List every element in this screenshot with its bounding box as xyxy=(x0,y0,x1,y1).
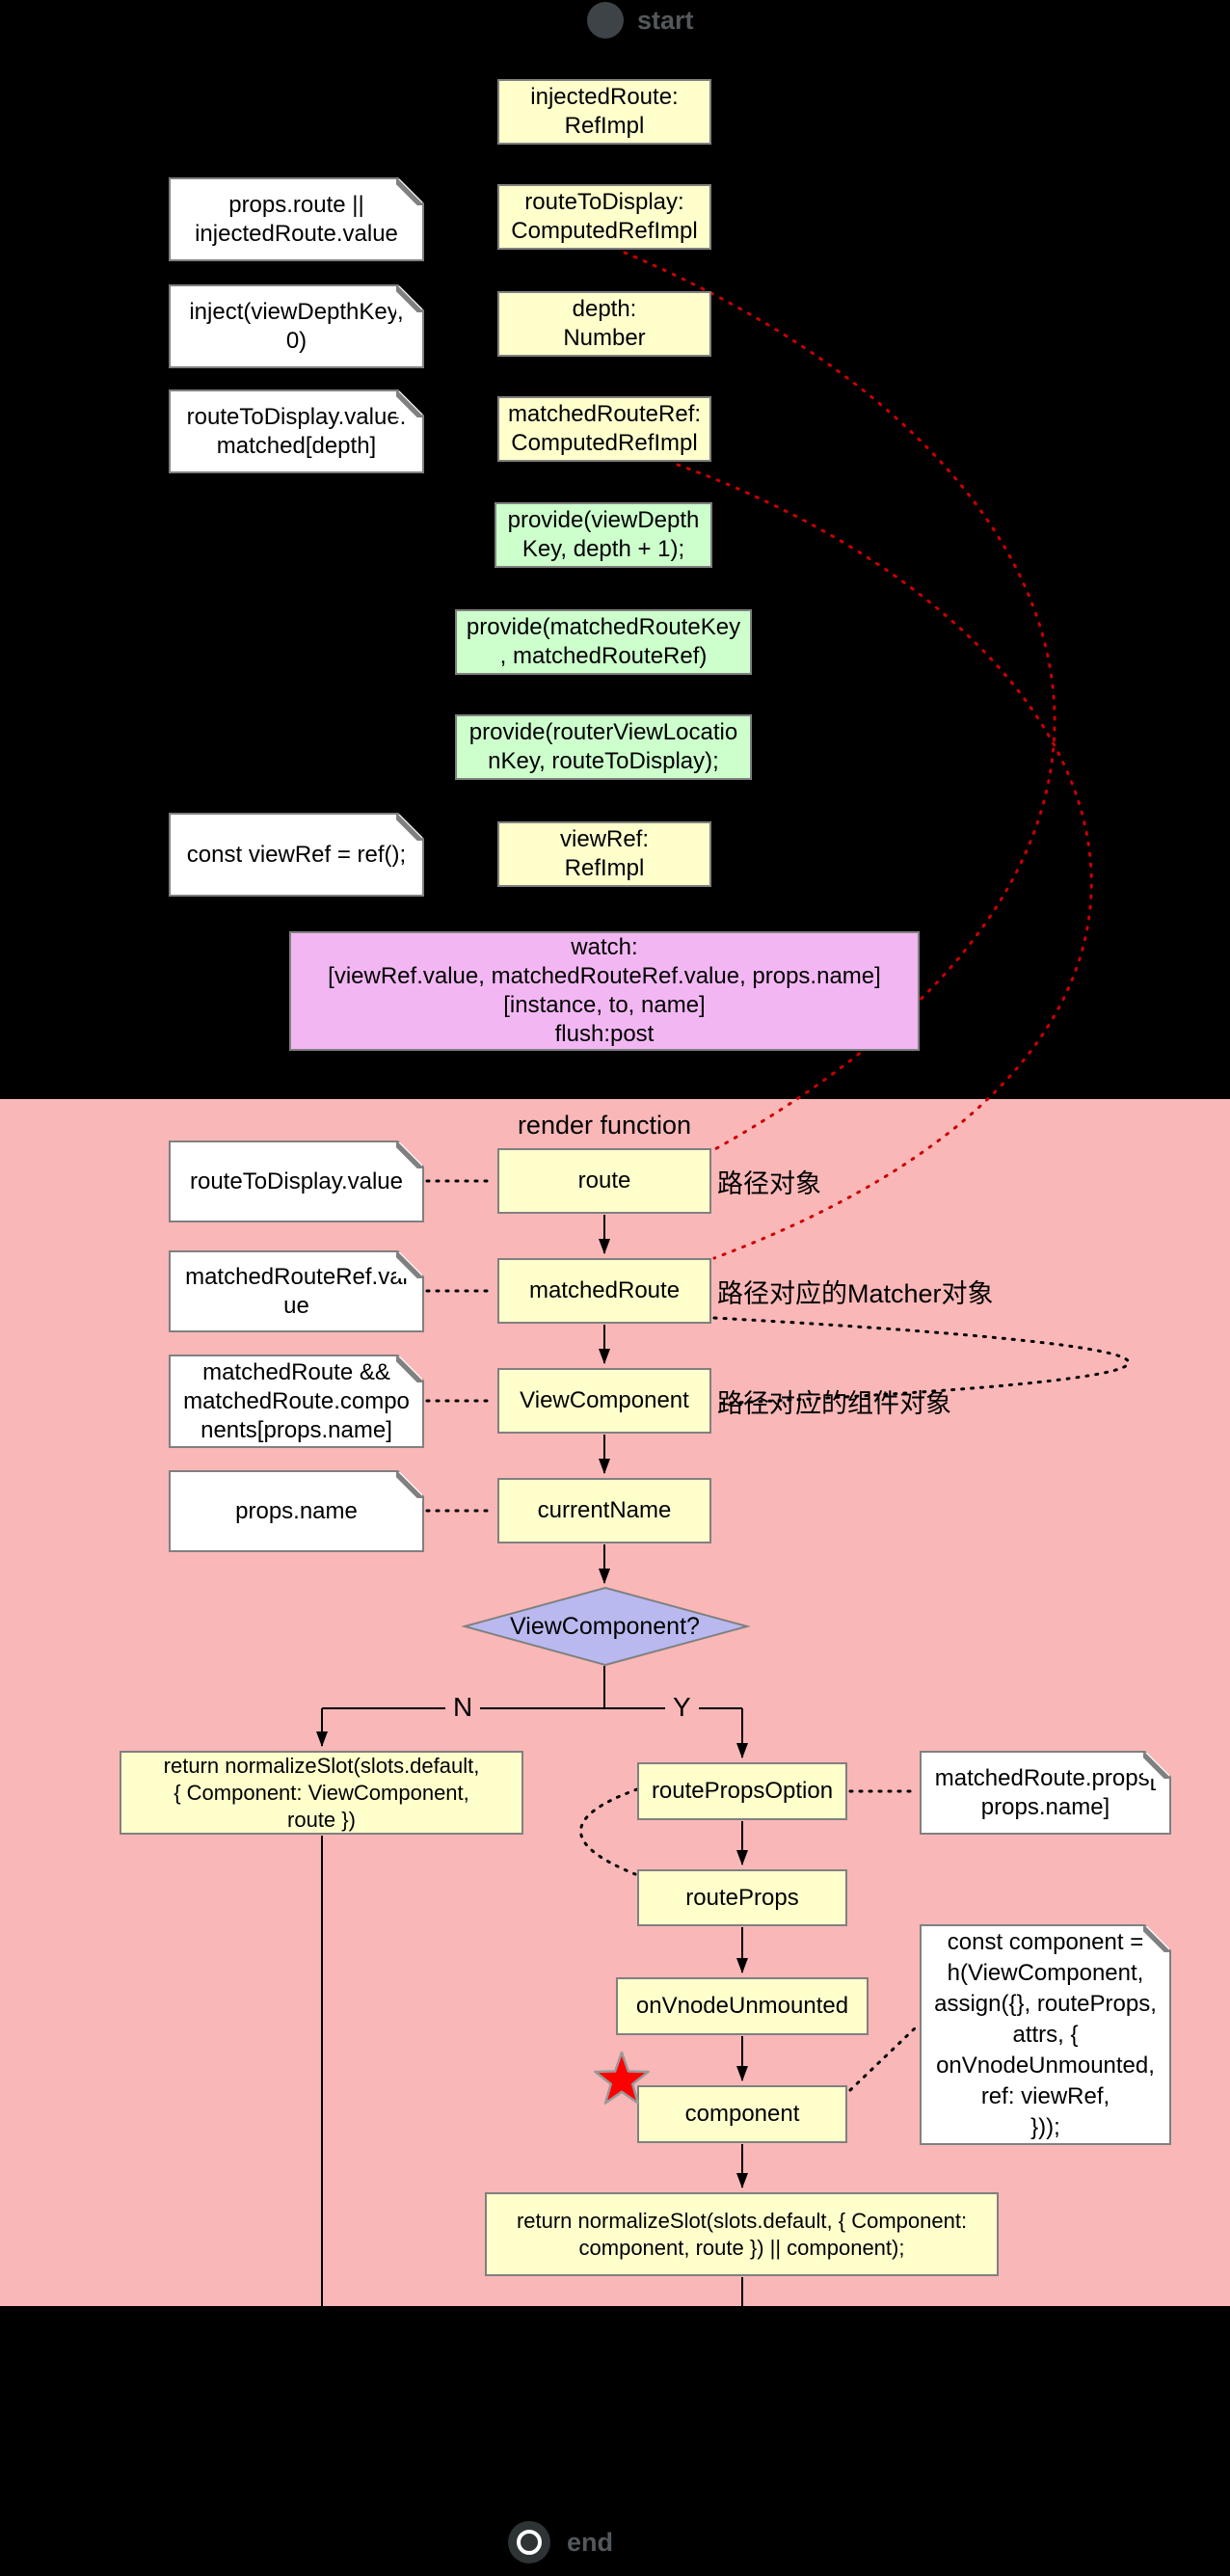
end-node-ring xyxy=(517,2530,542,2555)
annotation-view-component: 路径对应的组件对象 xyxy=(717,1388,951,1418)
state-depth: depth: Number xyxy=(497,291,711,357)
start-node xyxy=(587,2,624,39)
note-props-route: props.route || injectedRoute.value xyxy=(169,177,424,261)
state-view-ref: viewRef: RefImpl xyxy=(497,821,711,887)
box-route-props: routeProps xyxy=(637,1869,847,1926)
return-view-component-box: return normalizeSlot(slots.default, { Co… xyxy=(120,1751,523,1835)
provide-matched-route-key: provide(matchedRouteKey , matchedRouteRe… xyxy=(455,609,752,675)
return-component-box: return normalizeSlot(slots.default, { Co… xyxy=(485,2192,999,2276)
state-matched-route-ref: matchedRouteRef: ComputedRefImpl xyxy=(497,396,711,462)
box-view-component: ViewComponent xyxy=(497,1368,711,1434)
render-function-title: render function xyxy=(517,1111,692,1140)
box-matched-route: matchedRoute xyxy=(497,1258,711,1324)
note-props-name: props.name xyxy=(169,1470,424,1552)
state-injected-route: injectedRoute: RefImpl xyxy=(497,79,711,145)
provide-router-view-location-key: provide(routerViewLocatio nKey, routeToD… xyxy=(455,714,752,780)
box-component: component xyxy=(637,2085,847,2143)
end-label: end xyxy=(567,2527,614,2557)
box-on-vnode-unmounted: onVnodeUnmounted xyxy=(616,1977,869,2035)
box-current-name: currentName xyxy=(497,1478,711,1543)
branch-no-label: N xyxy=(445,1692,481,1723)
branch-yes-label: Y xyxy=(665,1692,699,1723)
note-matched-depth: routeToDisplay.value. matched[depth] xyxy=(169,389,424,473)
state-route-to-display: routeToDisplay: ComputedRefImpl xyxy=(497,184,711,250)
watch-box: watch: [viewRef.value, matchedRouteRef.v… xyxy=(289,931,920,1051)
note-matched-route-components: matchedRoute && matchedRoute.compo nents… xyxy=(169,1355,424,1448)
note-matched-route-ref-value: matchedRouteRef.val ue xyxy=(169,1250,424,1332)
note-const-view-ref: const viewRef = ref(); xyxy=(169,813,424,897)
annotation-matched-route: 路径对应的Matcher对象 xyxy=(717,1278,994,1308)
box-route: route xyxy=(497,1148,711,1214)
box-route-props-option: routePropsOption xyxy=(637,1762,847,1820)
provide-view-depth-key: provide(viewDepth Key, depth + 1); xyxy=(495,502,712,568)
start-label: start xyxy=(637,5,694,35)
annotation-route: 路径对象 xyxy=(717,1168,821,1198)
note-route-to-display-value: routeToDisplay.value xyxy=(169,1140,424,1222)
decision-label: ViewComponent? xyxy=(510,1613,700,1640)
note-const-component: const component = h(ViewComponent, assig… xyxy=(920,1924,1171,2145)
note-matched-route-props: matchedRoute.props[ props.name] xyxy=(920,1751,1171,1835)
note-inject-view-depth: inject(viewDepthKey, 0) xyxy=(169,284,424,368)
